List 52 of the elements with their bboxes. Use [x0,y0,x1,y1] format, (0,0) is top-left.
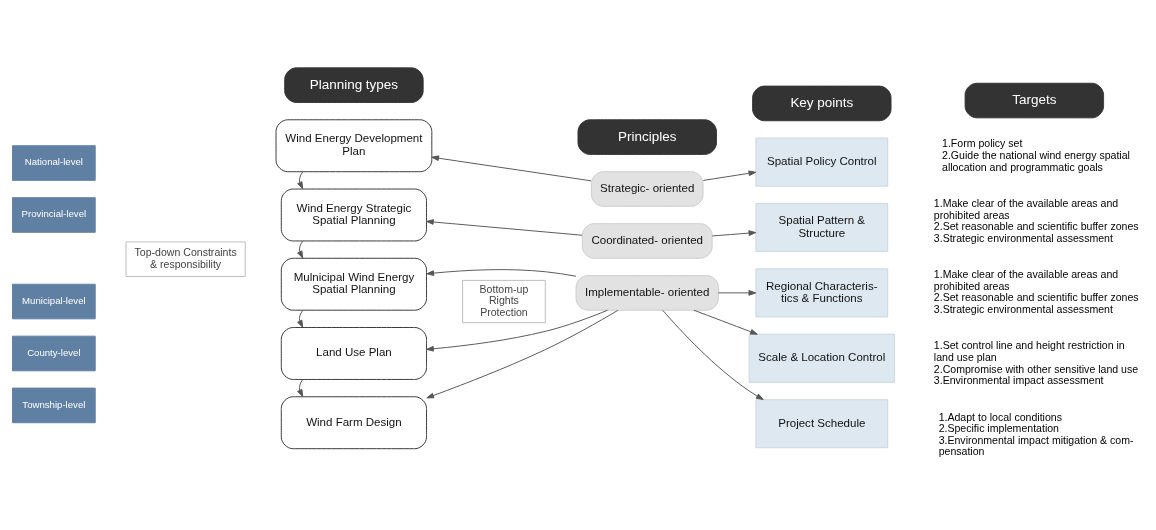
node-box: Spatial Pattern & Structure [755,202,889,252]
node-box: Planning types [284,67,424,103]
arrow [426,219,583,236]
node-box: Coordinated- oriented [581,223,713,259]
node-label: 2.Guide the national wind energy spatial allocation and programmatic goals [942,149,1130,173]
node-label: 3.Environmental impact mitigation & com- pensation [938,433,1134,458]
node-label: 1.Make clear of the available areas and prohibited areas [933,268,1119,292]
node-box: Wind Energy Development Plan [275,119,433,173]
node-box: Principles [577,119,717,155]
node-label: 3.Strategic environmental assessment [933,302,1113,315]
arrow [717,290,757,296]
node-label: 3.Strategic environmental assessment [933,231,1113,244]
node-box: Scale & Location Control [748,333,895,383]
node-box: Regional Characteris- tics & Functions [755,268,889,318]
arrow [426,309,619,399]
node-label: 1.Adapt to local conditions [938,410,1062,423]
arrow [297,171,304,190]
node-box: Strategic- oriented [591,171,704,207]
node-box: Township-level [12,387,96,424]
node-label: 3.Environmental impact assessment [933,374,1104,387]
node-box: Provincial-level [12,197,96,233]
node-label: 2.Compromise with other sensitive land use [933,362,1139,375]
node-box: Land Use Plan [280,327,427,380]
node-label: 1.Make clear of the available areas and prohibited areas [933,197,1119,221]
arrow [426,269,577,277]
node-box: Wind Farm Design [280,396,427,450]
arrow [702,170,757,181]
node-label: 1.Form policy set [942,137,1023,150]
arrow [297,379,304,397]
node-label: 2.Specific implementation [938,422,1060,435]
node-box: Targets [964,82,1105,119]
node-box: Spatial Policy Control [755,137,889,187]
node-label: 2.Set reasonable and scientific buffer zones [933,291,1139,304]
arrow [426,309,608,352]
node-box: National-level [12,145,96,181]
node-box: Municipal-level [12,283,96,320]
node-box: Implementable- oriented [575,275,719,311]
arrow [297,240,304,259]
node-box: Bottom-up Rights Protection [462,279,546,324]
arrow [711,230,757,237]
node-box: Project Schedule [755,399,889,449]
node-box: County-level [12,335,96,372]
node-box: Key points [752,85,892,122]
arrow [662,309,764,400]
arrow [297,309,304,328]
arrow [431,155,592,182]
node-box: Wind Energy Strategic Spatial Planning [280,188,427,242]
node-box: Mulnicipal Wind Energy Spatial Planning [280,257,427,311]
node-label: 1.Set control line and height restriction in land use plan [933,339,1125,363]
arrow [693,309,758,335]
node-label: 2.Set reasonable and scientific buffer zones [933,220,1139,233]
node-box: Top-down Constraints & responsibility [125,241,246,278]
